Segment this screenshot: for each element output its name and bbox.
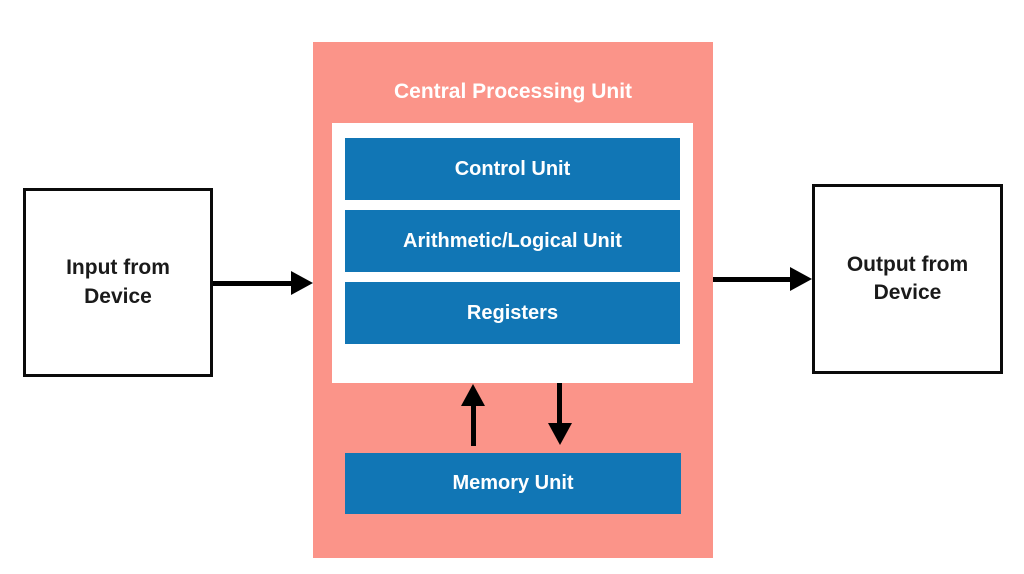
- arrow-memory-to-cpu-head-icon: [461, 384, 485, 406]
- arrow-cpu-to-memory-shaft: [557, 383, 562, 425]
- arrow-cpu-to-memory-head-icon: [548, 423, 572, 445]
- output-device-box: Output from Device: [812, 184, 1003, 374]
- registers-bar: Registers: [345, 282, 680, 344]
- input-device-box: Input from Device: [23, 188, 213, 377]
- arrow-input-to-cpu-head-icon: [291, 271, 313, 295]
- arrow-cpu-to-output-head-icon: [790, 267, 812, 291]
- control-unit-bar: Control Unit: [345, 138, 680, 200]
- arrow-cpu-to-output-shaft: [713, 277, 793, 282]
- arrow-memory-to-cpu-shaft: [471, 404, 476, 446]
- memory-unit-bar: Memory Unit: [345, 453, 681, 514]
- arithmetic-logical-unit-bar: Arithmetic/Logical Unit: [345, 210, 680, 272]
- arrow-input-to-cpu-shaft: [213, 281, 293, 286]
- cpu-title: Central Processing Unit: [393, 80, 633, 103]
- cpu-inner-panel: Control Unit Arithmetic/Logical Unit Reg…: [332, 123, 693, 383]
- cpu-container: Central Processing Unit Control Unit Ari…: [313, 42, 713, 558]
